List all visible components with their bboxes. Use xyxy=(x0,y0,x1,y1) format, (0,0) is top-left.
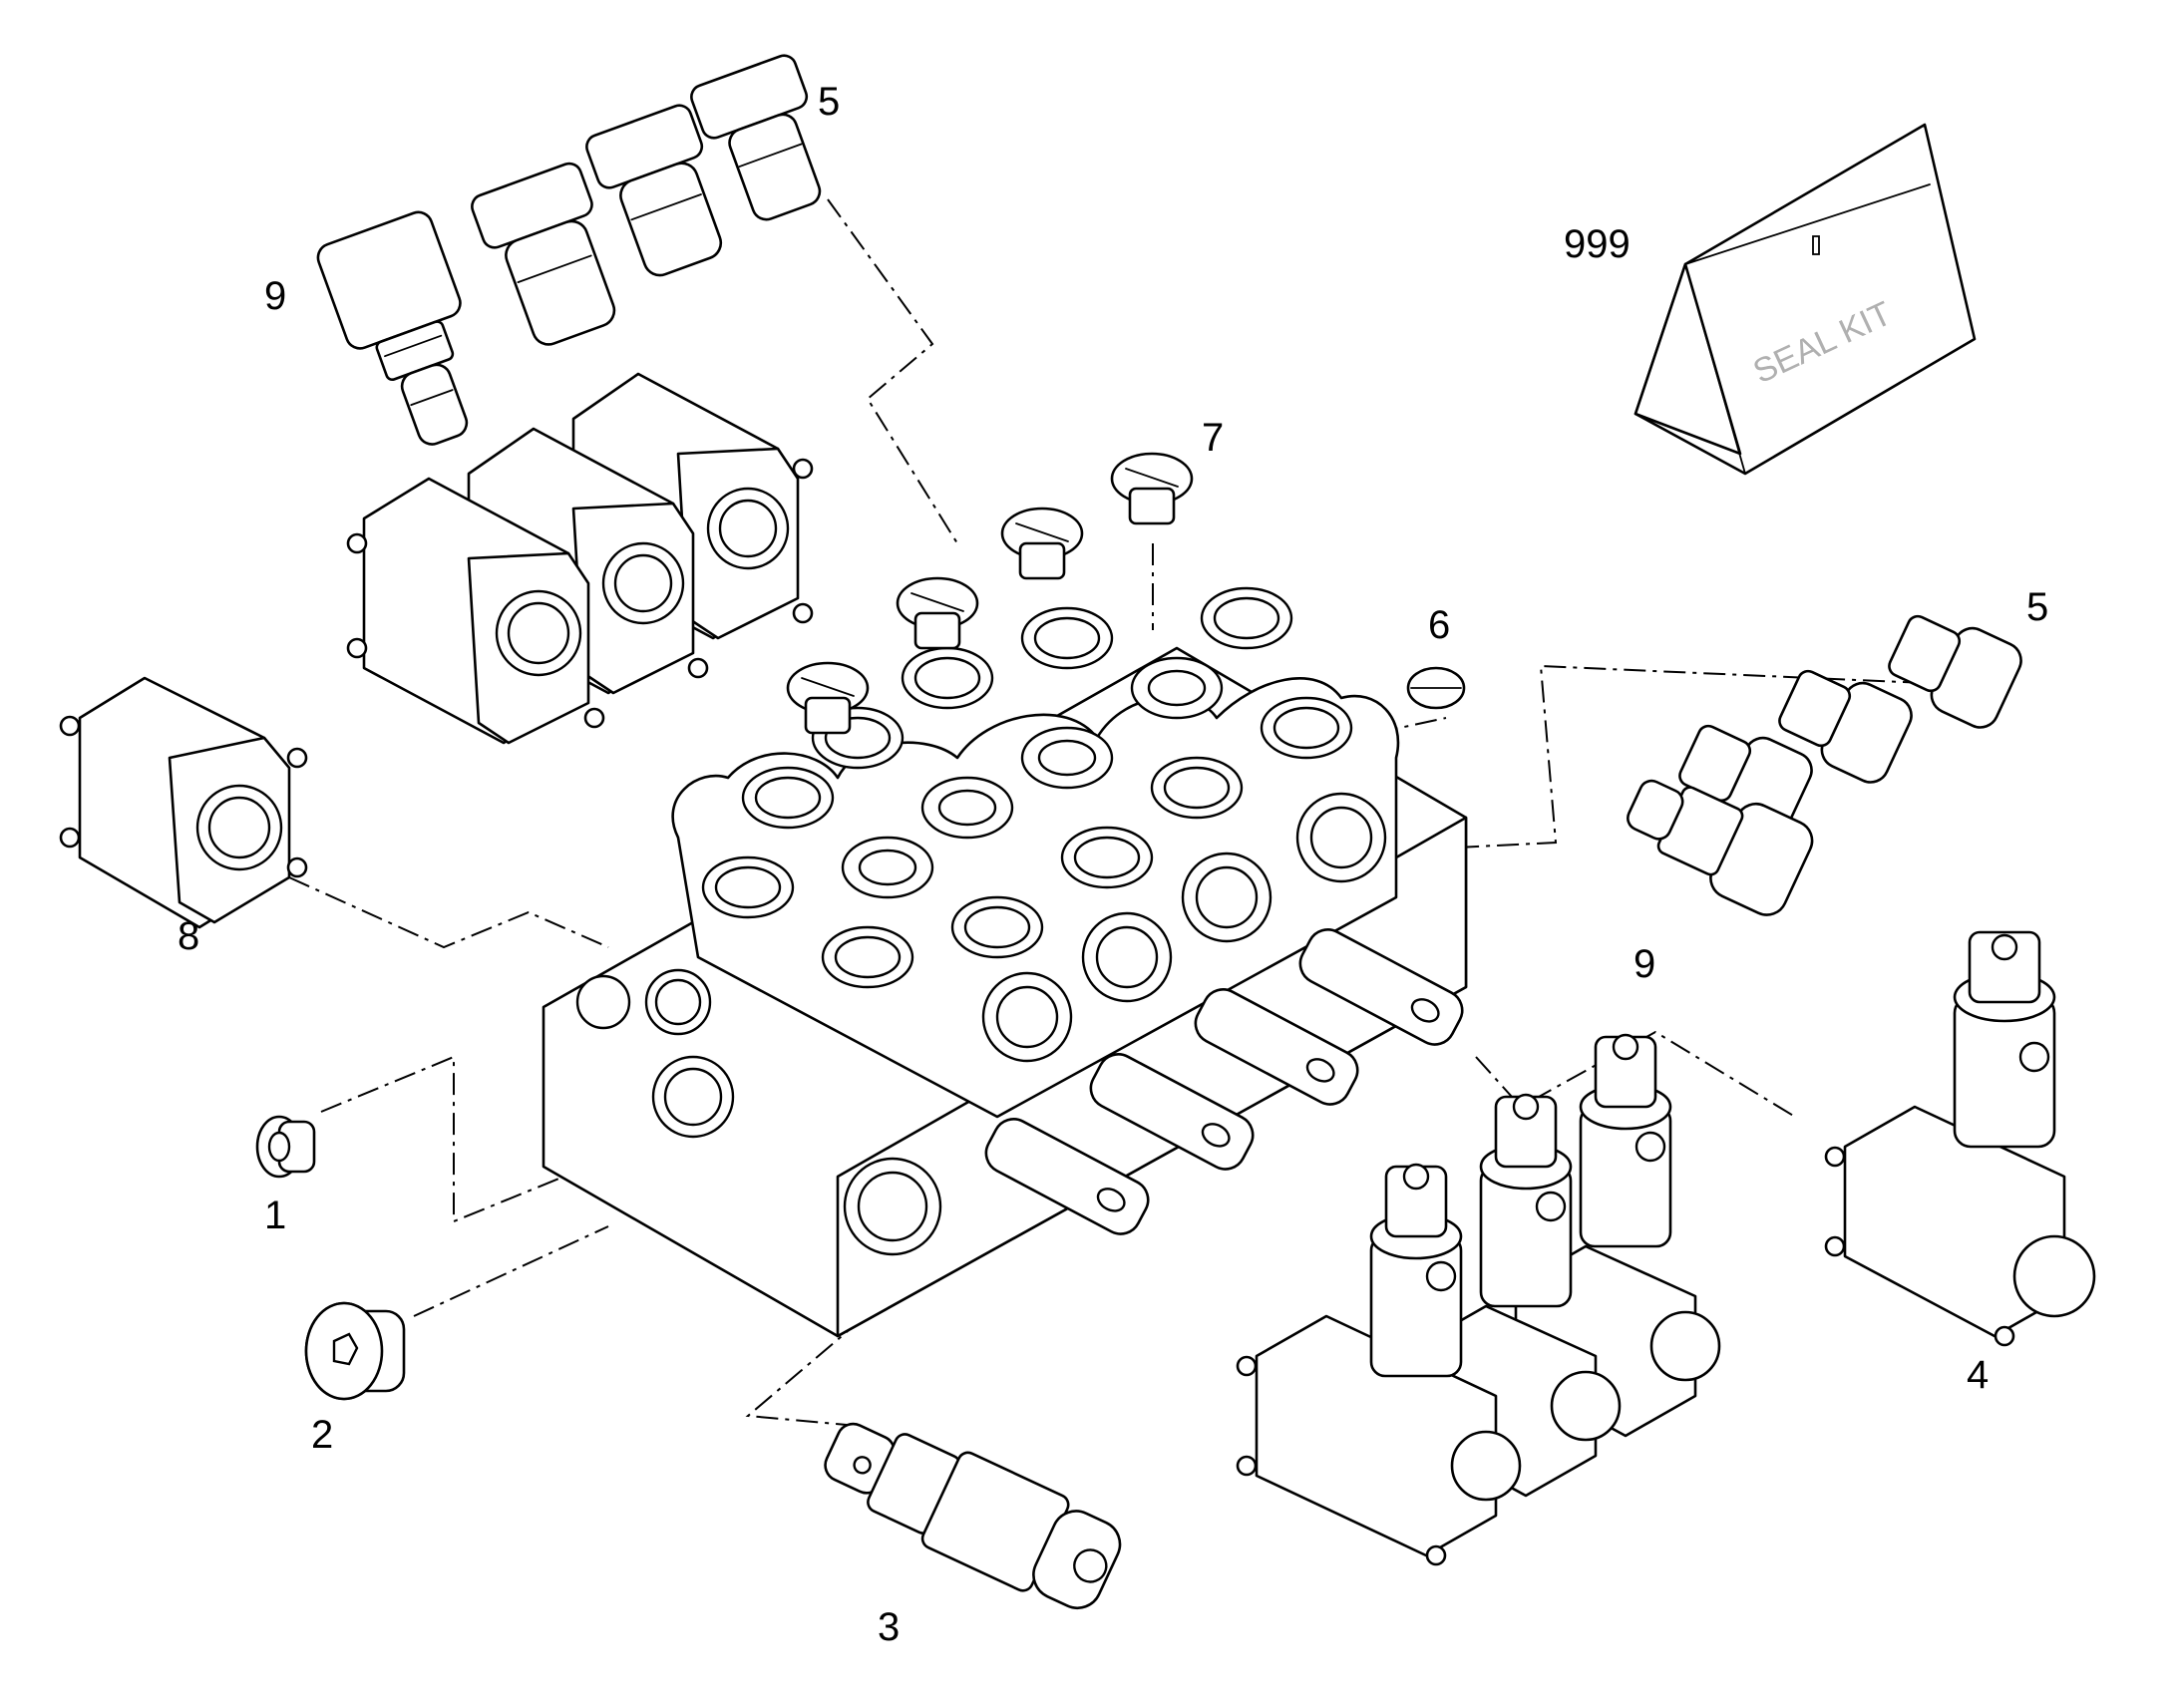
callout-4: 4 xyxy=(1967,1353,1989,1397)
seal-kit-bag: SEAL KIT xyxy=(1634,123,1977,476)
slotted-plugs xyxy=(786,452,1194,735)
small-plug xyxy=(1406,666,1466,710)
callout-2: 2 xyxy=(311,1413,333,1457)
callout-8: 8 xyxy=(178,914,199,958)
callout-5-right: 5 xyxy=(2026,585,2048,629)
callout-numbers: 1 2 3 4 5 5 6 7 8 9 9 999 xyxy=(178,80,2048,1649)
plug-large xyxy=(304,1301,406,1401)
spool-control-single xyxy=(1824,930,2096,1347)
callout-999: 999 xyxy=(1564,222,1631,266)
callout-7: 7 xyxy=(1202,416,1224,460)
callout-9-top: 9 xyxy=(264,274,286,318)
spools xyxy=(984,928,1464,1235)
spool-control-assembly xyxy=(1236,1033,1721,1566)
callout-5-top: 5 xyxy=(818,80,840,124)
callout-6: 6 xyxy=(1428,603,1450,647)
relief-valve-cartridges-right xyxy=(1627,614,2022,916)
top-ports xyxy=(701,586,1353,989)
valve-body xyxy=(542,586,1468,1338)
spool-caps-assembly xyxy=(346,372,814,745)
callout-9-right: 9 xyxy=(1634,942,1655,986)
relief-valve-cartridges-top xyxy=(316,54,822,446)
callout-3: 3 xyxy=(878,1605,900,1649)
plug-small xyxy=(255,1115,316,1179)
main-relief-valve xyxy=(824,1422,1122,1609)
callout-1: 1 xyxy=(264,1194,286,1237)
end-cap-single xyxy=(59,676,308,929)
